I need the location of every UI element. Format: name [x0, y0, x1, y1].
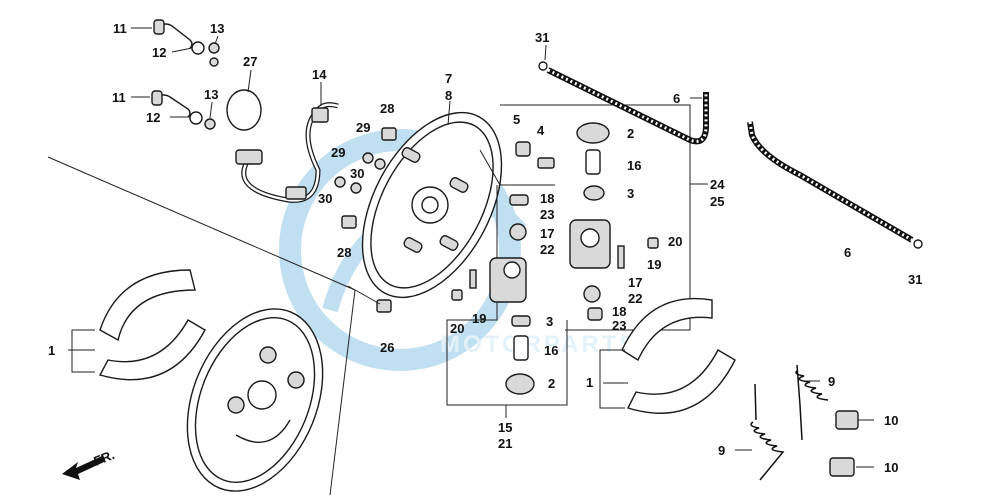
brake-shoes-right	[621, 297, 736, 414]
callout-6-right: 6	[844, 245, 851, 260]
callout-24: 24	[710, 177, 725, 192]
callout-9-bottom: 9	[718, 443, 725, 458]
front-direction-label: FR.	[92, 447, 117, 469]
leader-lines	[68, 27, 874, 468]
callout-23-bottom: 23	[612, 318, 626, 333]
callout-2-bottom: 2	[548, 376, 555, 391]
frame-lines	[47, 156, 356, 496]
callout-11-bottom: 11	[112, 90, 126, 105]
callout-29-top: 29	[356, 120, 370, 135]
callout-9-top: 9	[828, 374, 835, 389]
callout-25: 25	[710, 194, 724, 209]
callout-29-bottom: 29	[331, 145, 345, 160]
o-ring	[226, 89, 262, 131]
callout-19-right: 19	[647, 257, 661, 272]
callout-31-bottom: 31	[908, 272, 922, 287]
brake-shoes-left	[98, 269, 206, 381]
callout-3-top: 3	[627, 186, 634, 201]
callout-labels: 11 12 13 27 11 12 13 14 7 8 28 29 29 30 …	[48, 21, 922, 475]
brake-cable-bottom	[151, 90, 216, 130]
clip-top	[835, 410, 859, 430]
callout-17-top: 17	[540, 226, 554, 241]
callout-27: 27	[243, 54, 257, 69]
callout-1-left: 1	[48, 343, 55, 358]
callout-14: 14	[312, 67, 327, 82]
brake-cable-top	[153, 19, 220, 67]
brake-backing-plate	[361, 111, 503, 299]
watermark-ring	[279, 129, 521, 371]
callout-13-top: 13	[210, 21, 224, 36]
brake-hose	[235, 102, 339, 203]
callout-10-top: 10	[884, 413, 898, 428]
callout-19-left: 19	[472, 311, 486, 326]
callout-5: 5	[513, 112, 520, 127]
callout-30-bottom: 30	[318, 191, 332, 206]
callout-28-bottom: 28	[337, 245, 351, 260]
callout-18-top: 18	[540, 191, 554, 206]
callout-3-bottom: 3	[546, 314, 553, 329]
front-direction-indicator: FR.	[62, 447, 117, 480]
wheel-cylinder-right	[515, 122, 659, 321]
callout-10-bottom: 10	[884, 460, 898, 475]
callout-21: 21	[498, 436, 512, 451]
return-springs	[750, 364, 829, 481]
callout-2-top: 2	[627, 126, 634, 141]
callout-30-top: 30	[350, 166, 364, 181]
callout-12-bottom: 12	[146, 110, 160, 125]
brake-pipe-right	[747, 121, 923, 249]
callout-16-top: 16	[627, 158, 641, 173]
callout-4: 4	[537, 123, 545, 138]
callout-28-top: 28	[380, 101, 394, 116]
brake-drum-plate	[186, 308, 324, 492]
clip-bottom	[829, 457, 855, 477]
callout-11-top: 11	[113, 21, 127, 36]
callout-18-bottom: 18	[612, 304, 626, 319]
callout-22-top: 22	[540, 242, 554, 257]
callout-8: 8	[445, 88, 452, 103]
callout-13-bottom: 13	[204, 87, 218, 102]
front-arrow-icon	[62, 456, 104, 480]
callout-23-top: 23	[540, 207, 554, 222]
bolt-26	[376, 299, 392, 313]
watermark-brand-text: MOTORPARTS	[440, 331, 638, 358]
wheel-cylinder-left	[451, 194, 535, 395]
brake-pipe-top	[538, 61, 709, 145]
callout-6-top: 6	[673, 91, 680, 106]
callout-15: 15	[498, 420, 512, 435]
callout-31-top: 31	[535, 30, 549, 45]
callout-26: 26	[380, 340, 394, 355]
callout-20-right: 20	[668, 234, 682, 249]
callout-22-bottom: 22	[628, 291, 642, 306]
callout-7: 7	[445, 71, 452, 86]
callout-17-bottom: 17	[628, 275, 642, 290]
callout-12-top: 12	[152, 45, 166, 60]
callout-20-left: 20	[450, 321, 464, 336]
bolts-cluster	[334, 127, 397, 229]
callout-16-bottom: 16	[544, 343, 558, 358]
callout-1-right: 1	[586, 375, 593, 390]
